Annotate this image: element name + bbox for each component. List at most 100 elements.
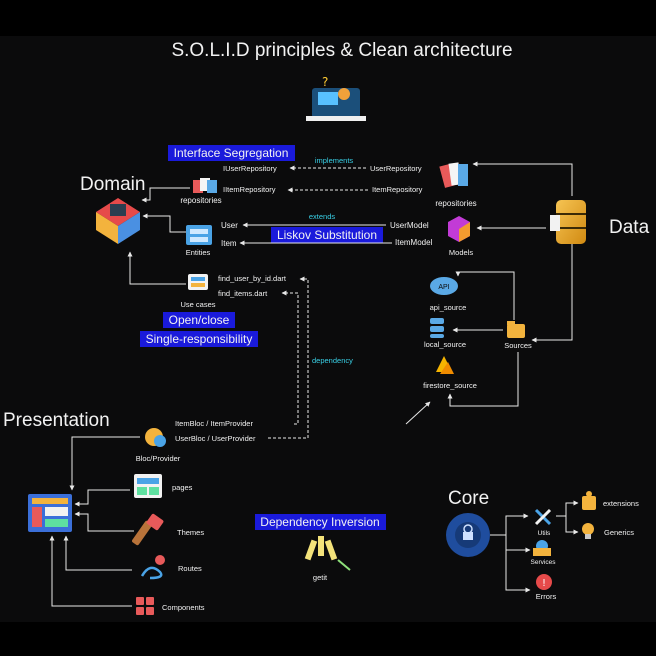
developer-desk-icon: ?: [306, 75, 366, 121]
components-label: Components: [162, 603, 205, 612]
svg-text:?: ?: [322, 75, 328, 89]
sources-label: Sources: [504, 341, 532, 350]
domain-repositories-icon: [193, 178, 217, 193]
routes-to-layout-connector: [63, 535, 132, 571]
getit-label: getit: [313, 573, 328, 582]
services-label: Services: [531, 559, 557, 566]
services-icon: [533, 540, 551, 556]
user-repository-label: UserRepository: [370, 164, 422, 173]
bottom-bar: [0, 622, 656, 656]
data-repositories-icon: [439, 162, 468, 188]
use-cases-to-domain-connector: [127, 251, 186, 285]
svg-text:Liskov Substitution: Liskov Substitution: [277, 228, 377, 242]
api-icon: [430, 277, 458, 295]
utils-icon: [534, 508, 552, 526]
data-repositories-label: repositories: [435, 199, 476, 208]
svg-text:Single-responsibility: Single-responsibility: [146, 332, 253, 346]
utils-label: Utils: [538, 530, 551, 537]
use-cases-icon: [188, 274, 208, 290]
user-model-label: UserModel: [390, 221, 429, 230]
database-icon: [550, 200, 586, 244]
domain-icon: [96, 198, 140, 244]
api-source-label: api_source: [430, 303, 467, 312]
bloc-provider-icon: [145, 428, 166, 447]
models-icon: [448, 216, 470, 242]
extensions-icon: [582, 491, 596, 510]
errors-icon: !: [536, 574, 552, 590]
user-entity-label: User: [221, 221, 238, 230]
themes-to-layout-connector: [74, 511, 134, 532]
entities-icon: [186, 225, 212, 245]
extensions-label: extensions: [603, 499, 639, 508]
section-presentation: Presentation: [3, 410, 110, 431]
i-user-repository-label: IUserRepository: [223, 164, 277, 173]
routes-label: Routes: [178, 564, 202, 573]
principle-liskov-substitution: Liskov Substitution: [271, 227, 383, 243]
generics-icon: [582, 523, 594, 539]
routes-icon: [140, 555, 165, 580]
utils-to-extensions-connector: [556, 500, 579, 517]
getit-icon: [304, 536, 351, 571]
themes-icon: [132, 513, 164, 546]
sources-to-api-connector: [455, 271, 515, 320]
section-core: Core: [448, 488, 489, 509]
sources-icon: [507, 321, 525, 338]
errors-label: Errors: [536, 592, 557, 601]
i-item-repository-label: IItemRepository: [223, 185, 276, 194]
section-data: Data: [609, 217, 650, 238]
find-user-by-id-label: find_user_by_id.dart: [218, 274, 287, 283]
item-entity-label: Item: [221, 239, 237, 248]
pages-label: pages: [172, 483, 193, 492]
local-source-icon: [430, 318, 444, 338]
section-domain: Domain: [80, 174, 145, 195]
pages-to-layout-connector: [74, 489, 130, 507]
bloc-provider-label: Bloc/Provider: [136, 454, 181, 463]
svg-text:Dependency Inversion: Dependency Inversion: [260, 515, 379, 529]
principle-interface-segregation: Interface Segregation: [168, 145, 295, 161]
core-to-services-connector: [505, 535, 531, 553]
layout-icon: [28, 494, 72, 532]
diagram-title: S.O.L.I.D principles & Clean architectur…: [171, 40, 512, 61]
use-cases-label: Use cases: [180, 300, 215, 309]
domain-repositories-label: repositories: [180, 196, 221, 205]
item-repository-label: ItemRepository: [372, 185, 423, 194]
svg-text:!: !: [542, 578, 546, 589]
implements-label: implements: [315, 156, 354, 165]
components-to-layout-connector: [49, 535, 132, 607]
user-bloc-label: UserBloc / UserProvider: [175, 434, 256, 443]
svg-text:Open/close: Open/close: [169, 313, 230, 327]
item-model-label: ItemModel: [395, 238, 433, 247]
dependency-items-connector: [281, 290, 299, 425]
principle-dependency-inversion: Dependency Inversion: [255, 514, 386, 530]
bloc-to-layout-connector: [69, 436, 140, 491]
find-items-label: find_items.dart: [218, 289, 268, 298]
api-badge: API: [438, 284, 449, 291]
local-source-label: local_source: [424, 340, 466, 349]
entities-label: Entities: [186, 248, 211, 257]
data-to-sources-connector: [531, 244, 573, 343]
svg-text:Interface Segregation: Interface Segregation: [174, 146, 289, 160]
firestore-icon: [436, 356, 454, 374]
extends-label: extends: [309, 212, 336, 221]
data-to-repositories-connector: [472, 161, 573, 196]
sources-to-firestore-connector: [447, 352, 519, 407]
firestore-source-label: firestore_source: [423, 381, 477, 390]
generics-label: Generics: [604, 528, 634, 537]
top-bar: [0, 0, 656, 36]
item-bloc-label: ItemBloc / ItemProvider: [175, 419, 253, 428]
utils-to-generics-connector: [565, 516, 579, 535]
core-to-errors-connector: [505, 550, 531, 593]
repositories-to-domain-connector: [141, 187, 190, 203]
dependency-user-connector: [268, 276, 309, 439]
core-icon: [446, 513, 490, 557]
themes-label: Themes: [177, 528, 204, 537]
core-to-utils-connector: [490, 513, 529, 536]
principle-open-close: Open/close: [163, 312, 235, 328]
pages-icon: [134, 474, 162, 498]
principle-single-responsibility: Single-responsibility: [140, 331, 258, 347]
models-label: Models: [449, 248, 473, 257]
dependency-label: dependency: [312, 356, 353, 365]
stray-arrow: [405, 401, 431, 425]
entities-to-domain-connector: [142, 213, 186, 233]
